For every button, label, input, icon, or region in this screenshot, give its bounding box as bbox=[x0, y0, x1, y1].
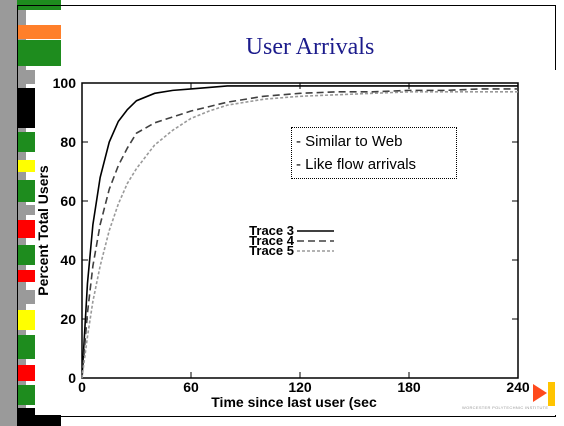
series-line-3 bbox=[81, 85, 518, 379]
slide-title: User Arrivals bbox=[245, 34, 375, 60]
x-tick-label: 60 bbox=[183, 379, 199, 395]
series-line-5 bbox=[81, 91, 518, 379]
wpi-logo-icon bbox=[533, 382, 555, 406]
y-tick-label: 40 bbox=[60, 252, 76, 268]
decor-block bbox=[17, 40, 61, 66]
y-tick-label: 80 bbox=[60, 134, 76, 150]
x-tick-label: 120 bbox=[288, 379, 312, 395]
decor-block bbox=[17, 25, 61, 39]
y-tick-label: 20 bbox=[60, 311, 76, 327]
callout-line-2: - Like flow arrivals bbox=[296, 156, 417, 173]
x-tick-label: 180 bbox=[397, 379, 421, 395]
callout-box: - Similar to Web - Like flow arrivals bbox=[291, 127, 457, 179]
x-tick-label: 240 bbox=[506, 379, 530, 395]
legend-label: Trace 4 bbox=[249, 233, 295, 248]
callout-line-1: - Similar to Web bbox=[296, 133, 403, 150]
legend-label: Trace 5 bbox=[249, 243, 294, 258]
series-line-4 bbox=[81, 88, 518, 379]
x-axis-title: Time since last user (sec bbox=[211, 394, 377, 410]
logo-text: WORCESTER POLYTECHNIC INSTITUTE bbox=[462, 405, 549, 410]
y-tick-label: 0 bbox=[68, 370, 76, 386]
y-tick-label: 60 bbox=[60, 193, 76, 209]
legend-label: Trace 3 bbox=[249, 223, 294, 238]
y-tick-label: 100 bbox=[53, 75, 77, 91]
y-axis-title: Percent Total Users bbox=[35, 165, 51, 296]
x-tick-label: 0 bbox=[78, 379, 86, 395]
